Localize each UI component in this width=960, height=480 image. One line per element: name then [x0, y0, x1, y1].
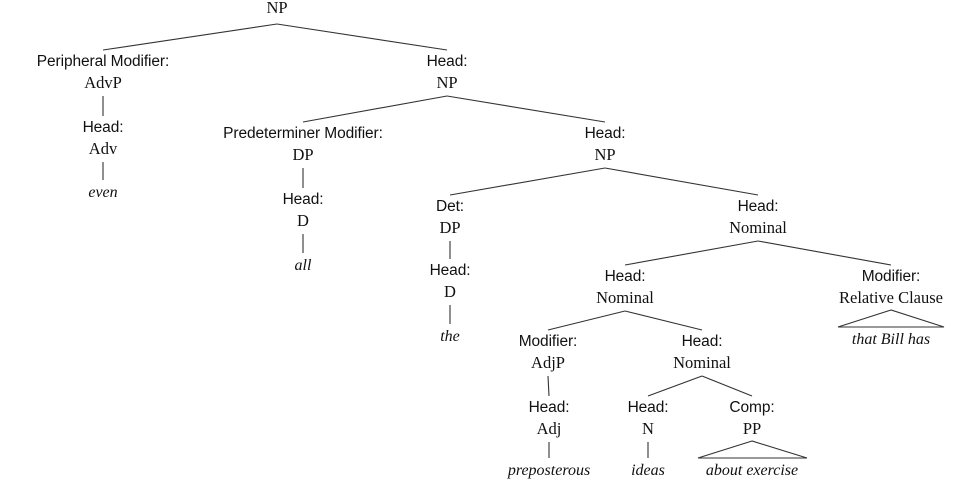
node-role-label: Head: — [528, 399, 570, 416]
node-category-label: NP — [266, 0, 288, 17]
tree-edge — [624, 240, 759, 266]
node-category-label: N — [642, 418, 654, 438]
tree-edge — [701, 375, 753, 397]
tree-terminal-t-preposterous: preposterous — [507, 462, 591, 479]
tree-node-np2: Head: NP — [427, 54, 468, 91]
node-role-label: Head: — [426, 53, 468, 70]
ellipsis-triangle — [697, 440, 808, 459]
tree-node-dp: Predeterminer Modifier: DP — [223, 126, 383, 163]
tree-node-adj: Head: Adj — [529, 400, 570, 437]
node-role-label: Head: — [429, 262, 471, 279]
node-role-label: Peripheral Modifier: — [36, 53, 170, 70]
node-category-label: Nominal — [673, 352, 731, 372]
node-role-label: Head: — [584, 125, 626, 142]
tree-edge — [446, 95, 606, 123]
node-role-label: Head: — [604, 268, 646, 285]
tree-node-nom3: Head: Nominal — [673, 334, 731, 371]
node-category-label: AdjP — [531, 352, 565, 372]
node-category-label: Nominal — [729, 217, 787, 237]
node-role-label: Predeterminer Modifier: — [223, 125, 383, 142]
tree-edge — [624, 310, 703, 331]
tree-node-np3: Head: NP — [585, 126, 626, 163]
node-category-label: Nominal — [596, 287, 654, 307]
tree-node-detdp: Det: DP — [436, 199, 464, 236]
tree-node-adv: Head: Adv — [83, 120, 124, 157]
tree-node-nom1: Head: Nominal — [729, 199, 787, 236]
node-category-label: DP — [439, 217, 461, 237]
tree-terminal-t-that-bill: that Bill has — [851, 331, 931, 348]
node-role-label: Head: — [627, 399, 669, 416]
node-role-label: Modifier: — [861, 268, 921, 285]
node-category-label: NP — [436, 72, 458, 92]
node-role-label: Head: — [282, 191, 324, 208]
node-role-label: Comp: — [729, 399, 775, 416]
tree-node-n: Head: N — [628, 400, 669, 437]
node-category-label: D — [444, 281, 456, 301]
node-category-label: Adv — [88, 138, 118, 158]
node-role-label: Det: — [435, 198, 465, 215]
edge-group — [102, 23, 892, 458]
node-role-label: Head: — [681, 333, 723, 350]
tree-node-nom2: Head: Nominal — [596, 269, 654, 306]
tree-terminal-t-all: all — [294, 257, 312, 274]
tree-edge — [647, 375, 703, 397]
tree-edge — [276, 23, 448, 51]
node-category-label: DP — [292, 144, 314, 164]
tree-node-d1: Head: D — [283, 192, 324, 229]
node-role-label: Head: — [737, 198, 779, 215]
tree-edge — [757, 240, 892, 266]
node-category-label: AdvP — [84, 72, 122, 92]
tree-edge — [302, 95, 448, 123]
node-category-label: PP — [742, 418, 762, 438]
tree-terminal-t-the: the — [440, 328, 460, 345]
tree-node-pp: Comp: PP — [729, 400, 774, 437]
tree-edge — [547, 310, 626, 331]
ellipsis-triangle — [837, 309, 945, 328]
tree-node-adjp: Modifier: AdjP — [519, 334, 578, 371]
tree-terminal-t-ideas: ideas — [631, 462, 665, 479]
tree-node-relcl: Modifier: Relative Clause — [839, 269, 943, 306]
tree-node-d2: Head: D — [430, 263, 471, 300]
tree-edge — [449, 167, 606, 196]
tree-terminal-t-even: even — [88, 184, 118, 201]
tree-edge — [547, 375, 550, 397]
node-role-label: Modifier: — [518, 333, 578, 350]
tree-edge — [604, 167, 759, 196]
node-role-label: Head: — [82, 119, 124, 136]
tree-terminal-t-about-ex: about exercise — [705, 462, 799, 479]
tree-edge — [102, 23, 278, 51]
tree-node-root: NP — [266, 0, 287, 17]
node-category-label: D — [297, 210, 309, 230]
node-category-label: NP — [594, 144, 616, 164]
node-category-label: Adj — [536, 418, 562, 438]
node-category-label: Relative Clause — [838, 287, 944, 307]
tree-node-advp: Peripheral Modifier: AdvP — [36, 53, 170, 92]
